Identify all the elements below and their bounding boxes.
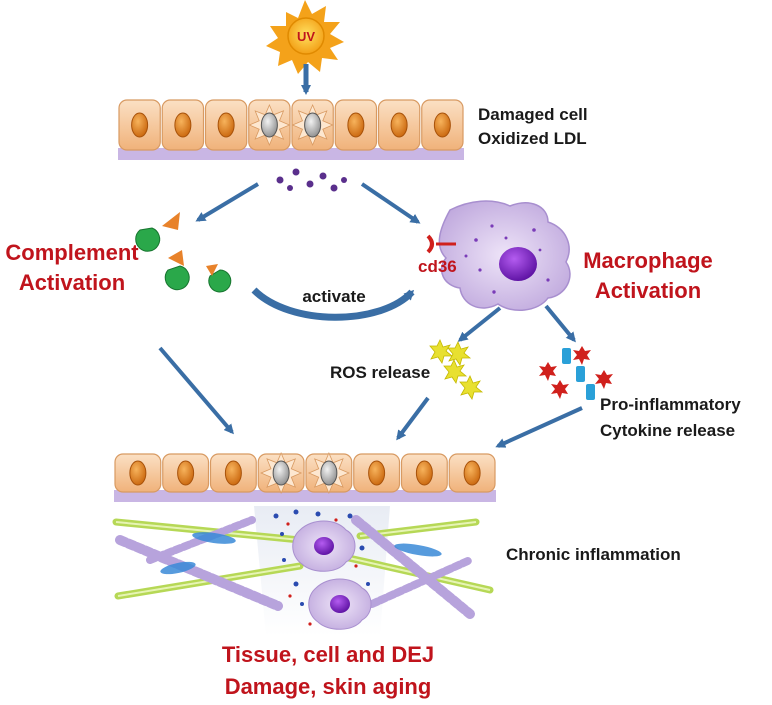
top-epidermis-cell [377, 99, 421, 151]
top-membrane [118, 148, 464, 160]
arrow-to-complement [195, 182, 260, 222]
inflammatory-mediators [273, 509, 370, 606]
bottom-epidermis-cell [209, 453, 257, 493]
arrow-cytokine-to-tissue [495, 406, 583, 448]
cytokine-label-line1: Pro-inflammatory [600, 395, 741, 414]
bottom-epidermis-cell [448, 453, 496, 493]
bottom-epidermis-cell [114, 453, 162, 493]
cd36-receptor-icon [426, 234, 456, 254]
top-epidermis-cell-damaged [291, 99, 334, 151]
bottom-epidermis-cell-damaged [257, 451, 305, 495]
top-epidermis-cell-damaged [248, 99, 291, 151]
oxidized-ldl-particles [276, 168, 347, 192]
top-epidermis-cell [421, 99, 464, 151]
outcome-label-line2: Damage, skin aging [225, 674, 432, 699]
arrow-to-ros [457, 306, 502, 342]
activate-label: activate [302, 287, 365, 306]
damaged-cell-label: Damaged cell [478, 105, 588, 124]
tissue-macrophage-1 [292, 520, 356, 572]
chronic-inflammation-label: Chronic inflammation [506, 545, 681, 564]
activate-arrow [251, 287, 415, 321]
cytokine-label-line2: Cytokine release [600, 421, 735, 440]
macrophage-label-line2: Activation [595, 278, 701, 303]
arrow-to-cytokine [544, 304, 576, 343]
cd36-label: cd36 [418, 257, 457, 276]
tissue-macrophage-2 [308, 578, 372, 630]
arrow-ros-to-tissue [396, 396, 430, 441]
fibroblast-cells [160, 532, 442, 575]
complement-proteins-icon [135, 212, 232, 293]
outcome-label-line1: Tissue, cell and DEJ [222, 642, 434, 667]
bottom-membrane [114, 490, 496, 502]
cytokine-particles-icon [539, 346, 613, 400]
macrophage-label-line1: Macrophage [583, 248, 713, 273]
bottom-epidermis-cell-damaged [305, 451, 353, 495]
top-epidermis-cell [334, 99, 378, 151]
complement-label-line1: Complement [5, 240, 139, 265]
top-epidermis-cell [118, 99, 161, 151]
bottom-epidermis-cell [400, 453, 448, 493]
oxidized-ldl-label: Oxidized LDL [478, 129, 587, 148]
ros-particles-icon [429, 339, 484, 400]
arrow-complement-to-tissue [158, 346, 234, 435]
top-epidermis [118, 99, 464, 160]
complement-label-line2: Activation [19, 270, 125, 295]
uv-sun-icon [266, 0, 344, 74]
top-epidermis-cell [161, 99, 205, 151]
cytokine-dots [286, 518, 358, 626]
arrow-to-macrophage [360, 182, 421, 224]
bottom-tissue [112, 451, 496, 636]
ros-release-label: ROS release [330, 363, 430, 382]
top-epidermis-cell [204, 99, 248, 151]
bottom-epidermis-cell [162, 453, 210, 493]
macrophage-cell-icon [438, 200, 571, 311]
bottom-epidermis-cell [353, 453, 401, 493]
uv-label: UV [297, 29, 315, 44]
